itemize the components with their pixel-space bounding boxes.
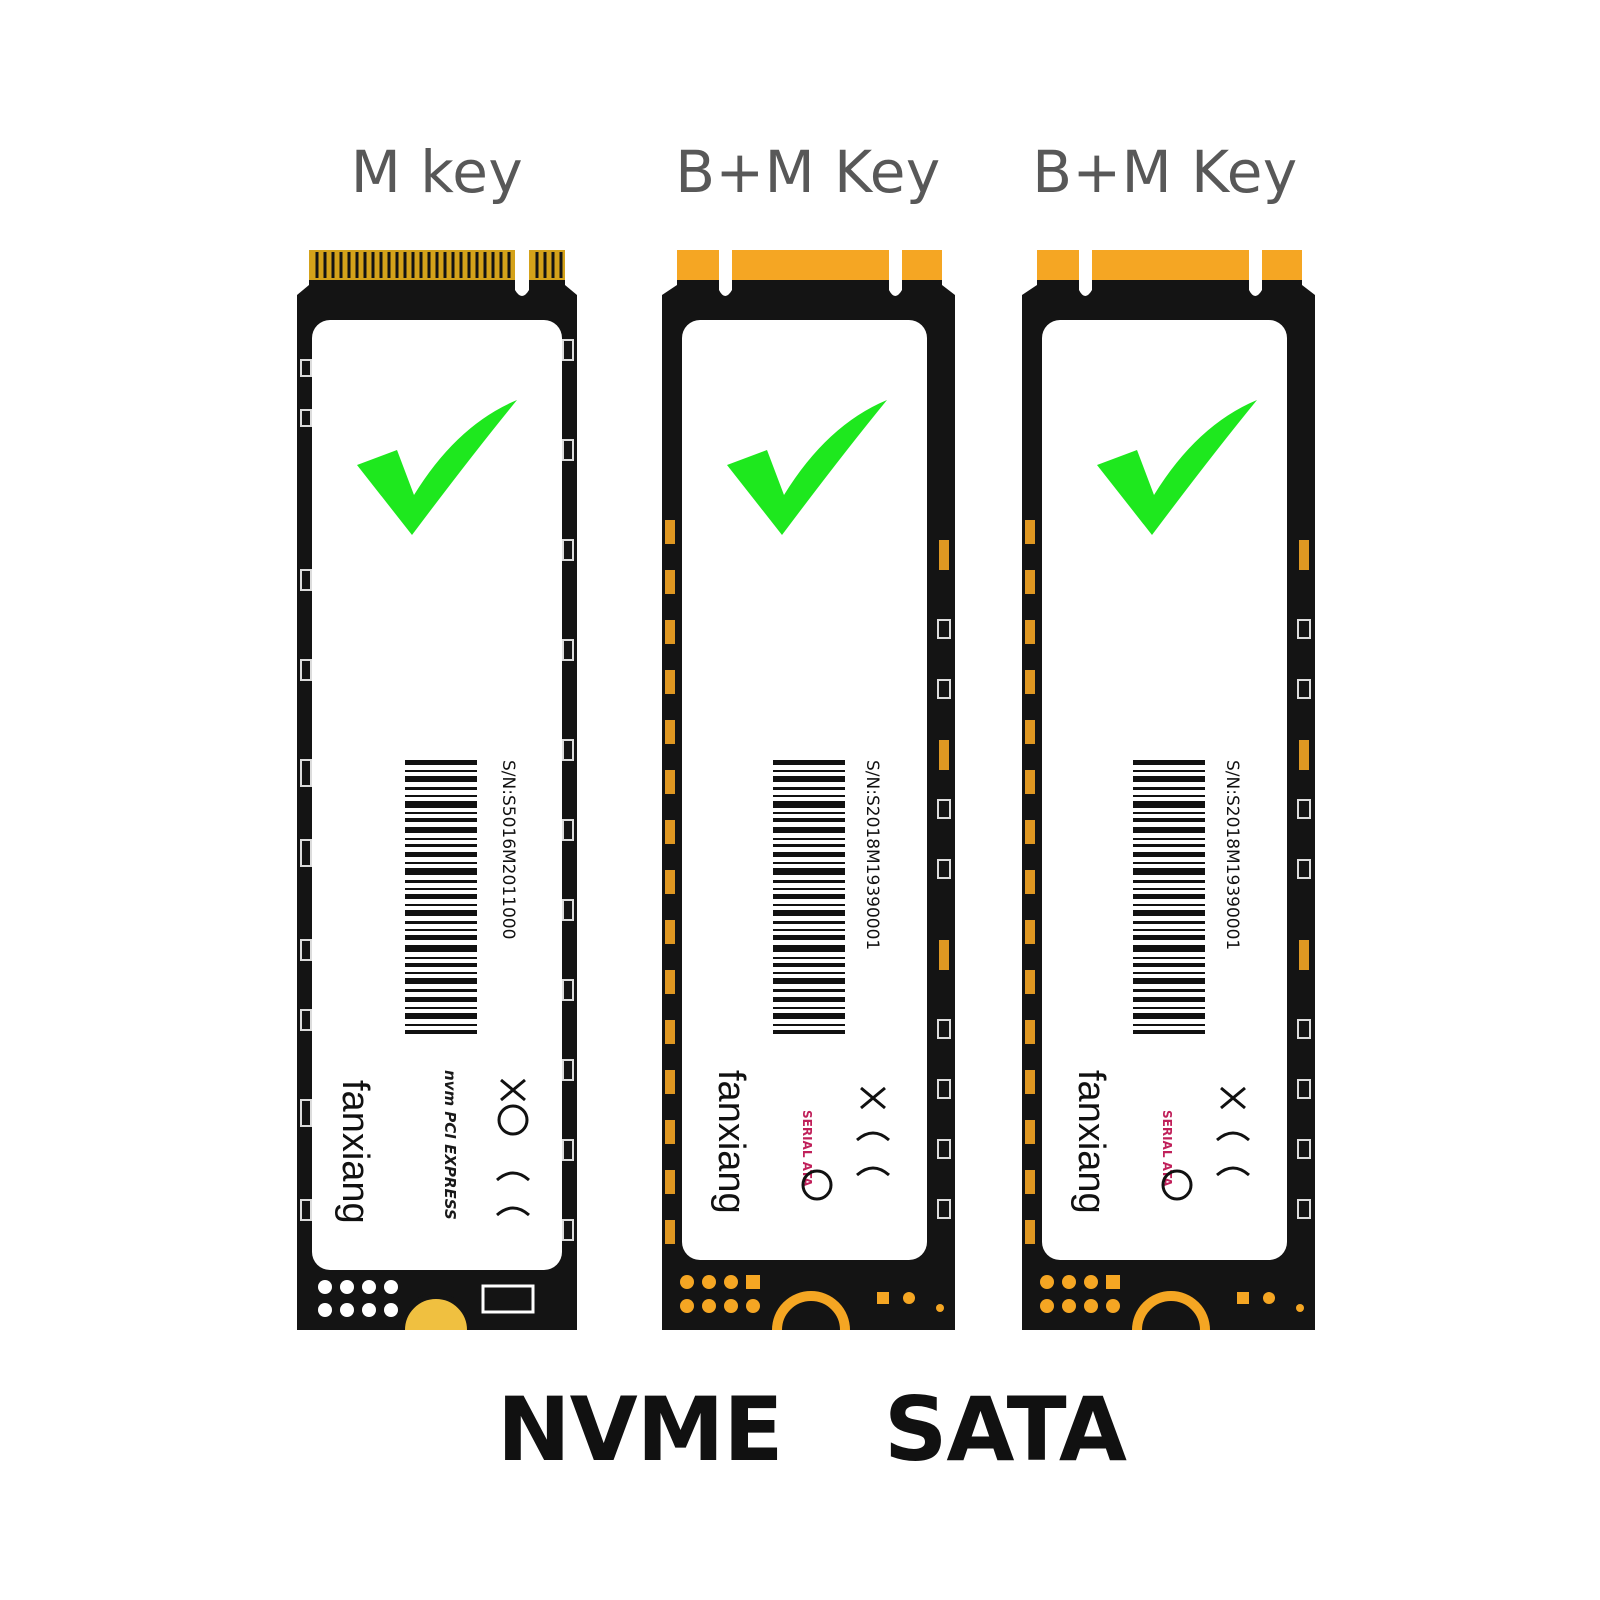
ssd-module-sata-2: S/N:S2018M19390001 fanxiang SERIAL ATA bbox=[1017, 240, 1317, 1340]
key-label-bm-1: B+M Key bbox=[675, 138, 941, 206]
sata-logo: SERIAL ATA bbox=[1160, 1110, 1174, 1187]
serial-number: S/N:S2018M19390001 bbox=[862, 760, 882, 950]
orange-pins bbox=[677, 250, 942, 280]
barcode bbox=[405, 760, 477, 1034]
barcode bbox=[1133, 760, 1205, 1034]
green-check-icon bbox=[727, 400, 887, 535]
green-check-icon bbox=[357, 400, 517, 535]
serial-number: S/N:S5016M2011000 bbox=[498, 760, 518, 939]
brand-logo: fanxiang bbox=[334, 1080, 376, 1224]
barcode bbox=[773, 760, 845, 1034]
certification-icons bbox=[1161, 1086, 1250, 1201]
key-label-m: M key bbox=[350, 138, 524, 206]
serial-number: S/N:S2018M19390001 bbox=[1222, 760, 1242, 950]
screw-notch bbox=[399, 1293, 473, 1331]
ssd-module-nvme: S/N:S5016M2011000 fanxiang nvm PCI EXPRE… bbox=[287, 240, 587, 1340]
green-check-icon bbox=[1097, 400, 1257, 535]
screw-notch bbox=[772, 1291, 850, 1331]
ssd-module-sata-1: S/N:S2018M19390001 fanxiang SERIAL ATA bbox=[657, 240, 957, 1340]
brand-logo: fanxiang bbox=[1070, 1070, 1112, 1214]
bottom-pads bbox=[1040, 1275, 1120, 1313]
certification-icons bbox=[496, 1078, 530, 1217]
sata-logo: SERIAL ATA bbox=[800, 1110, 814, 1187]
certification-icons bbox=[801, 1086, 890, 1201]
nvm-pcie-logo: nvm PCI EXPRESS bbox=[441, 1070, 459, 1220]
interface-label-sata: SATA bbox=[884, 1378, 1127, 1481]
key-label-bm-2: B+M Key bbox=[1032, 138, 1298, 206]
interface-label-nvme: NVME bbox=[497, 1378, 783, 1481]
bottom-pads bbox=[318, 1280, 398, 1317]
screw-notch bbox=[1132, 1291, 1210, 1331]
orange-pins bbox=[1037, 250, 1302, 280]
bottom-pads bbox=[680, 1275, 760, 1313]
brand-logo: fanxiang bbox=[710, 1070, 752, 1214]
